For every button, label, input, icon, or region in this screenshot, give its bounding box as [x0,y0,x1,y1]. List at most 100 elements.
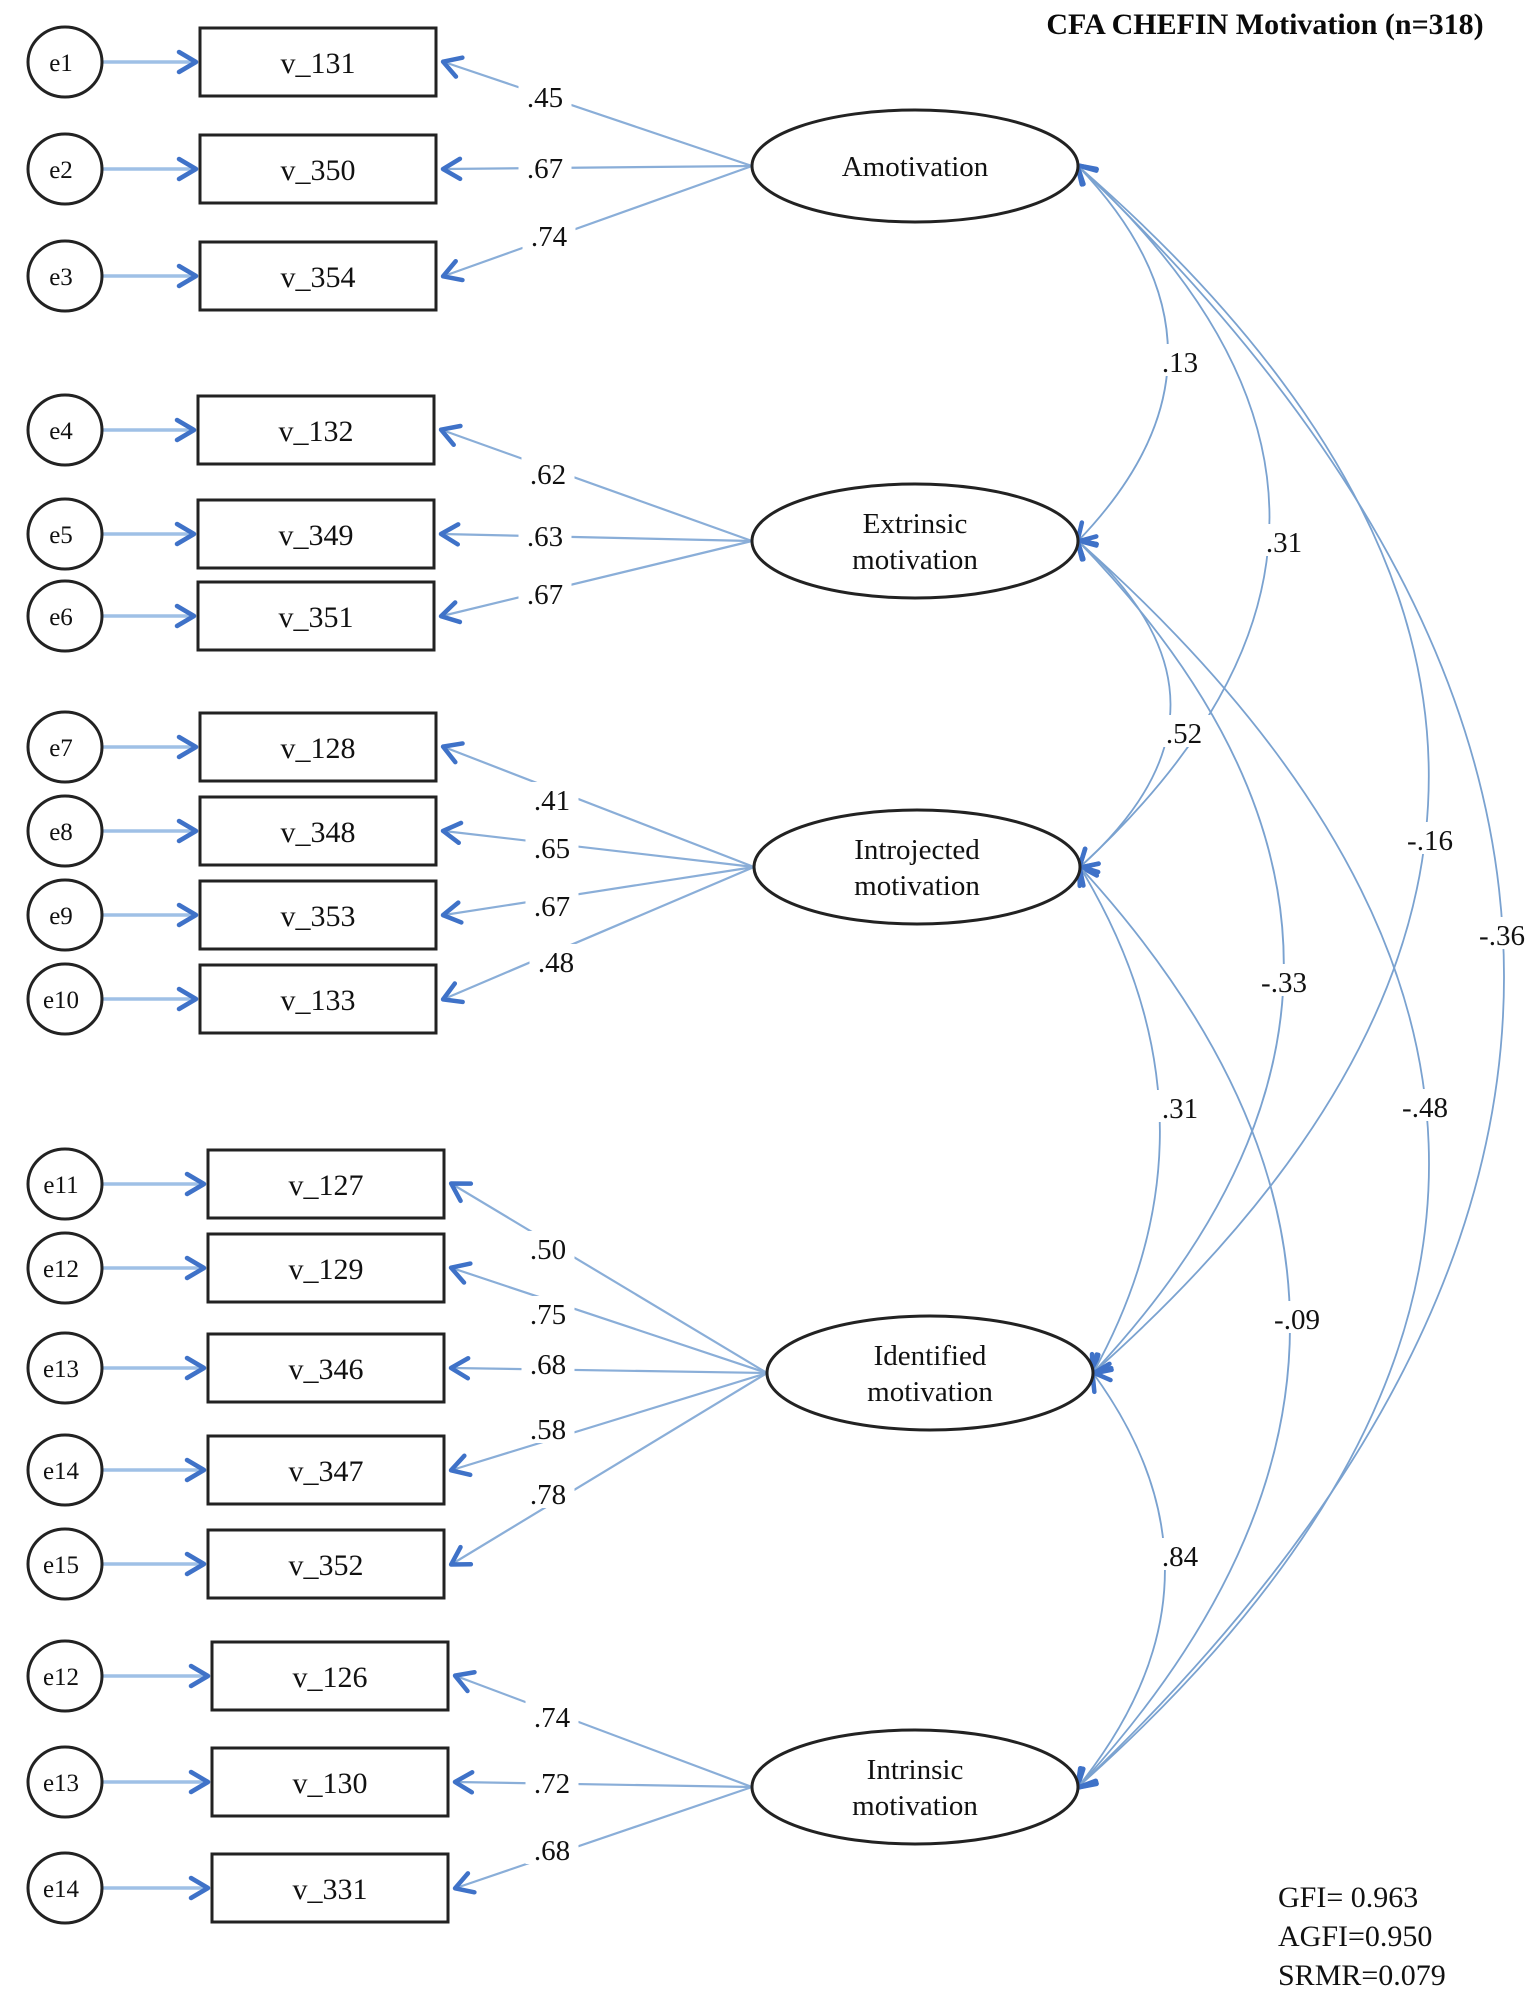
correlation-path-introjected-identified [1077,863,1161,1377]
loading-value-v_350: .67 [527,153,563,185]
error-term-e2 [26,132,104,206]
error-label-e12: e12 [43,1256,79,1283]
loading-value-v_128: .41 [534,785,570,817]
error-term-e14 [26,1851,104,1925]
loading-arrow-v_126 [452,1670,753,1789]
loading-arrow-v_352 [448,1372,768,1567]
loading-arrow-v_346 [448,1356,768,1381]
indicator-v_348 [198,795,438,867]
loading-value-v_353: .67 [534,891,570,923]
factor-label-line: Extrinsic [863,508,968,540]
indicator-v_127 [206,1148,446,1220]
correlation-value-amotivation-extrinsic: .13 [1162,347,1198,379]
error-term-e3 [26,239,104,313]
loading-value-v_126: .74 [534,1702,571,1734]
factor-label-line: motivation [852,1790,978,1822]
error-term-e15 [26,1527,104,1601]
factor-label-line: Introjected [854,834,980,866]
indicator-v_353 [198,879,438,951]
loading-arrow-v_331 [452,1785,753,1895]
diagram-title: CFA CHEFIN Motivation (n=318) [1046,8,1484,41]
indicator-v_351 [196,580,436,652]
indicator-v_132 [196,394,436,466]
indicator-v_331 [210,1852,450,1924]
error-label-e4: e4 [49,418,73,445]
loading-value-v_351-bg [518,576,572,608]
indicator-label-v_131: v_131 [281,47,356,80]
correlation-value-introjected-intrinsic-bg [1263,1301,1331,1333]
indicator-label-v_347: v_347 [289,1455,364,1488]
loading-value-v_127-bg [521,1231,575,1263]
correlation-value-extrinsic-introjected: .52 [1166,718,1202,750]
loading-value-v_126-bg [525,1699,579,1731]
error-label-e15: e15 [43,1552,79,1579]
error-label-e10: e10 [43,987,79,1014]
indicator-label-v_127: v_127 [289,1169,364,1202]
error-term-e12 [26,1231,104,1305]
loading-arrow-v_131 [440,55,753,168]
loading-value-v_131-bg [518,79,572,111]
factor-label-line: motivation [867,1376,993,1408]
error-label-e2: e2 [49,157,73,184]
error-label-e7: e7 [49,735,73,762]
loading-value-v_331: .68 [534,1835,570,1867]
error-term-e6 [26,579,104,653]
loading-arrow-v_132 [438,423,753,543]
stat-gfi: GFI= 0.963 [1278,1881,1419,1914]
loading-value-v_127: .50 [530,1234,566,1266]
error-term-e7 [26,710,104,784]
correlation-path-amotivation-introjected [1075,163,1271,870]
error-label-e14: e14 [43,1876,80,1903]
indicator-v_129 [206,1232,446,1304]
loading-arrow-v_347 [448,1371,768,1478]
error-term-e13 [26,1745,104,1819]
loading-arrow-v_350 [440,156,753,182]
correlation-path-extrinsic-introjected [1075,538,1172,870]
correlation-value-extrinsic-intrinsic: -.48 [1402,1092,1448,1124]
loading-value-v_131: .45 [527,82,563,114]
arrow-lines-layer [102,49,768,1901]
correlation-value-introjected-identified-bg [1153,1090,1207,1122]
factor-introjected [752,808,1082,926]
correlation-path-amotivation-intrinsic [1075,163,1505,1790]
loading-value-v_133-bg [529,944,583,976]
indicator-label-v_331: v_331 [293,1873,368,1906]
correlation-value-identified-intrinsic-bg [1153,1538,1207,1570]
loading-value-v_130: .72 [534,1768,570,1800]
factor-label-line: Identified [874,1340,987,1372]
loading-arrow-v_127 [448,1181,768,1374]
factor-label-line: Amotivation [842,151,989,183]
loading-arrow-v_351 [438,539,753,625]
loading-value-v_129-bg [521,1296,575,1328]
stat-agfi: AGFI=0.950 [1278,1920,1433,1953]
loading-value-v_129: .75 [530,1299,566,1331]
indicator-v_346 [206,1332,446,1404]
factor-label-intrinsic: Intrinsic motivation [852,1754,978,1822]
factor-label-line: Intrinsic [867,1754,964,1786]
indicator-v_354 [198,240,438,312]
indicator-label-v_352: v_352 [289,1549,364,1582]
correlation-value-amotivation-intrinsic-bg [1468,917,1536,949]
factor-label-identified: Identified motivation [867,1340,993,1408]
indicator-label-v_128: v_128 [281,732,356,765]
loading-value-v_133: .48 [538,947,574,979]
correlation-value-introjected-intrinsic: -.09 [1274,1304,1320,1336]
correlation-value-identified-intrinsic: .84 [1162,1541,1199,1573]
loading-value-v_350-bg [518,150,572,182]
error-label-e14: e14 [43,1458,80,1485]
loading-arrow-v_354 [440,164,753,283]
error-term-e8 [26,794,104,868]
error-label-e5: e5 [49,522,73,549]
error-term-e1 [26,25,104,99]
loading-value-v_354-bg [522,218,576,250]
indicator-v_126 [210,1640,450,1712]
error-label-e12: e12 [43,1664,79,1691]
indicator-v_130 [210,1746,450,1818]
error-term-e13 [26,1331,104,1405]
correlation-value-amotivation-introjected-bg [1257,524,1311,556]
correlation-value-introjected-identified: .31 [1162,1093,1198,1125]
loading-arrow-v_130 [452,1770,753,1795]
indicator-label-v_349: v_349 [279,519,354,552]
indicator-label-v_130: v_130 [293,1767,368,1800]
